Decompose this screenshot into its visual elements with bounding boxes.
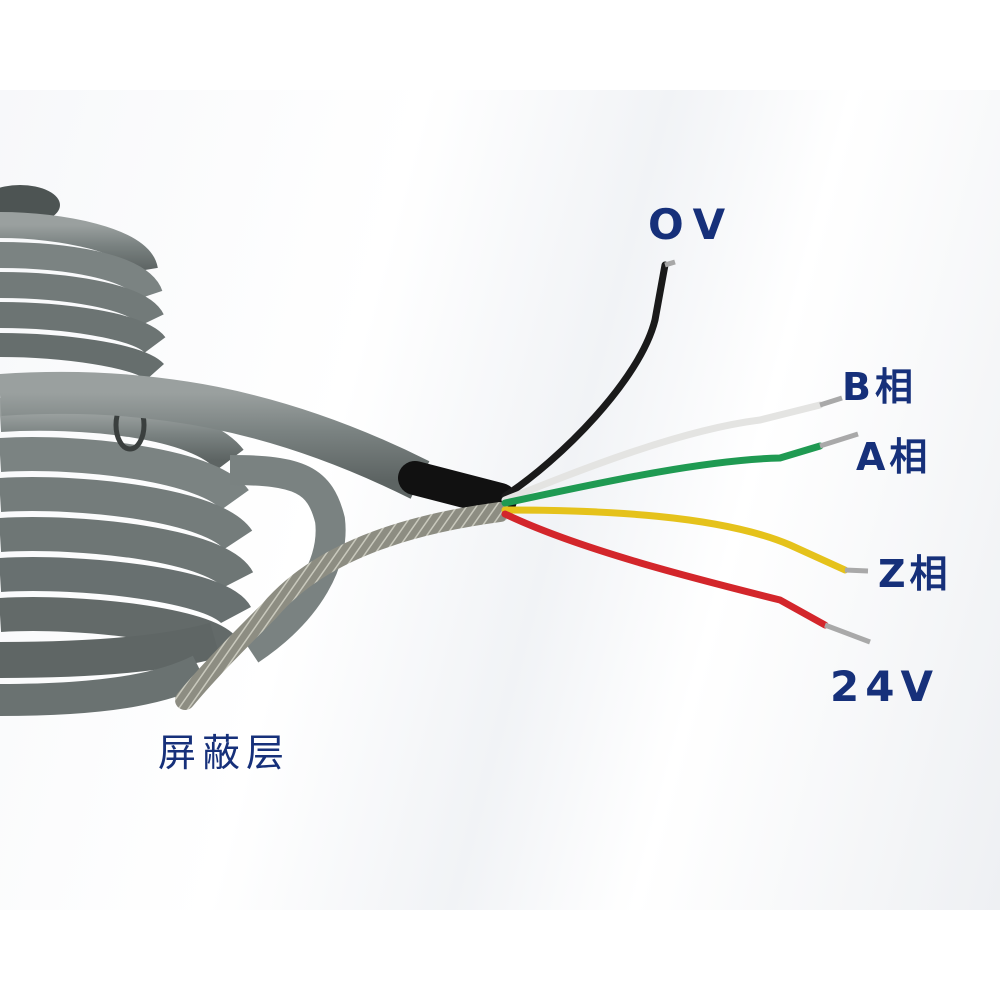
wire-yellow-z [501,506,849,574]
wire-red-24v [501,510,829,629]
label-phase-a: A相 [856,435,932,479]
shield-braid [175,502,510,710]
label-phase-b: B相 [842,365,917,409]
label-shield-layer: 屏蔽层 [158,731,291,775]
lower-cable-coil [0,396,346,716]
label-24v: 24V [830,662,939,711]
wire-white-b [501,401,824,504]
label-0v: OV [648,200,736,249]
wire-black-0v [501,261,669,500]
main-cable [0,371,517,517]
label-phase-z: Z相 [878,552,952,596]
wire-green-a [501,442,824,507]
signal-wires [501,259,871,645]
upper-cable-coil [0,185,166,382]
